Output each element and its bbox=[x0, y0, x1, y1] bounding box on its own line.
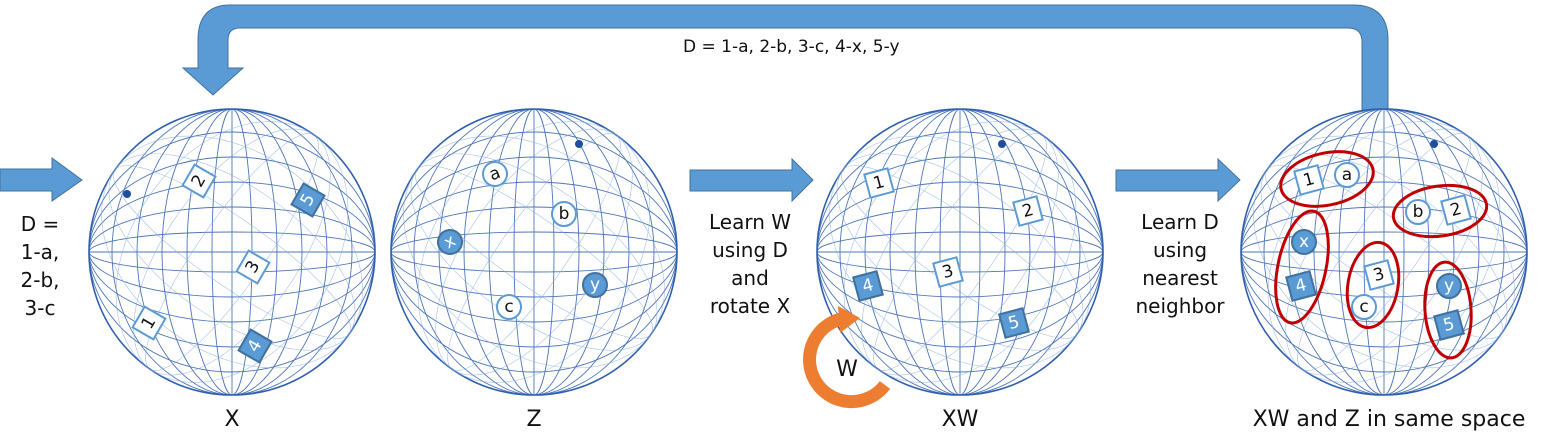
input-arrow bbox=[0, 157, 83, 202]
step1-label: Learn W using D and rotate X bbox=[690, 208, 810, 320]
step2-label-line: using bbox=[1152, 238, 1208, 262]
input-label-line: 2-b, bbox=[20, 268, 60, 292]
feedback-loop-arrow bbox=[181, 4, 1389, 111]
cluster-1-a bbox=[1279, 150, 1375, 208]
marker-c-c: c bbox=[1351, 294, 1377, 320]
marker-c-b: b bbox=[1405, 199, 1431, 225]
cluster-b-2 bbox=[1391, 183, 1489, 239]
sphere-z bbox=[358, 76, 710, 428]
caption-z: Z bbox=[526, 407, 542, 432]
feedback-loop-label: D = 1-a, 2-b, 3-c, 4-x, 5-y bbox=[683, 37, 900, 57]
rotation-label: W bbox=[836, 357, 858, 382]
cluster-y-5 bbox=[1423, 260, 1473, 360]
sphere-xw bbox=[784, 76, 1136, 428]
input-label-line: D = bbox=[20, 212, 60, 236]
input-label-line: 1-a, bbox=[20, 240, 60, 264]
step2-label: Learn D using nearest neighbor bbox=[1115, 208, 1245, 320]
step1-arrow bbox=[689, 157, 814, 203]
marker-c-y: y bbox=[1436, 273, 1462, 299]
caption-xw: XW bbox=[941, 407, 979, 432]
sphere-combined bbox=[1208, 76, 1541, 428]
marker-c-x: x bbox=[1291, 229, 1317, 255]
marker-z-b: b bbox=[551, 201, 577, 227]
step1-label-line: Learn W bbox=[708, 210, 792, 234]
step1-label-line: and bbox=[731, 266, 769, 290]
step1-label-line: rotate X bbox=[709, 294, 791, 318]
input-label-line: 3-c bbox=[24, 296, 56, 320]
cluster-ellipses bbox=[1274, 150, 1489, 360]
step2-label-line: nearest bbox=[1142, 266, 1218, 290]
input-label: D = 1-a, 2-b, 3-c bbox=[2, 210, 78, 322]
marker-z-c: c bbox=[496, 294, 522, 320]
step2-arrow bbox=[1115, 157, 1241, 203]
cluster-3-c bbox=[1345, 240, 1401, 330]
step2-label-line: neighbor bbox=[1135, 294, 1225, 318]
step2-label-line: Learn D bbox=[1141, 210, 1219, 234]
marker-c-a: a bbox=[1334, 162, 1360, 188]
caption-combined: XW and Z in same space bbox=[1252, 407, 1526, 432]
caption-x: X bbox=[224, 407, 240, 432]
rotation-arrow-icon bbox=[803, 306, 891, 409]
cluster-x-4 bbox=[1274, 209, 1330, 325]
sphere-x bbox=[56, 76, 408, 428]
marker-z-y: y bbox=[582, 272, 608, 298]
step1-label-line: using D bbox=[712, 238, 788, 262]
